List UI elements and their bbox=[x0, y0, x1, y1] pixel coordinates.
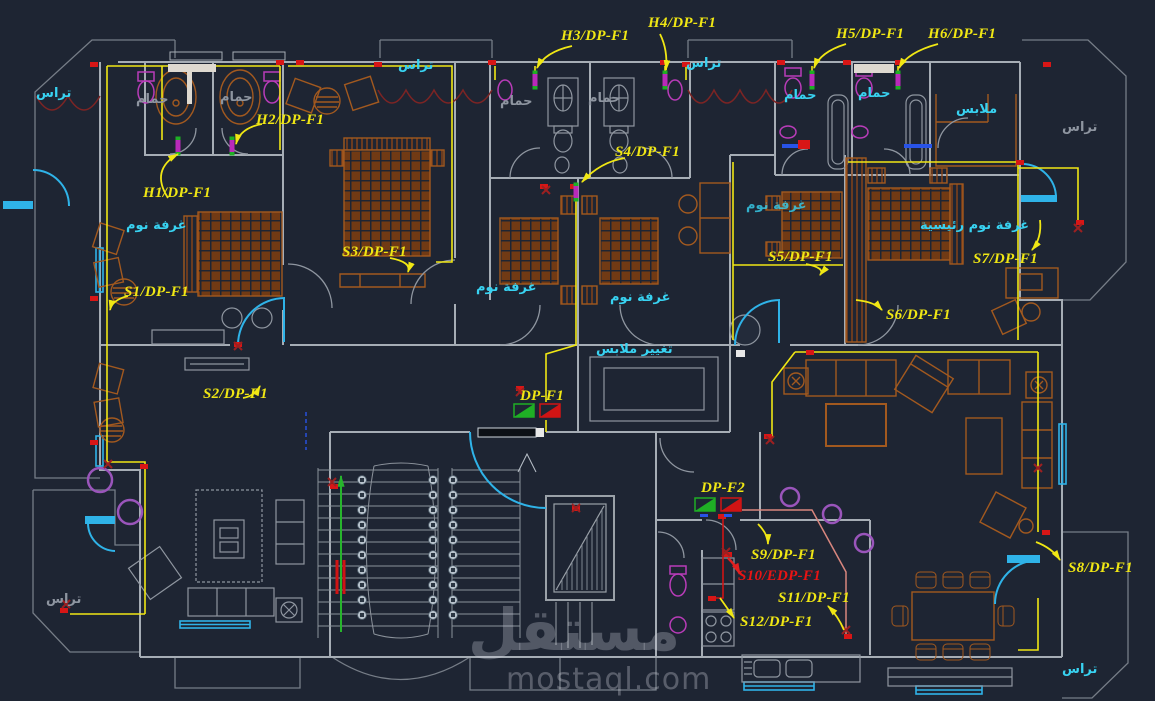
panel-label-dp-f2: DP-F2 bbox=[701, 480, 745, 496]
leader-arrow-red bbox=[727, 557, 742, 576]
stair-direction-arrow bbox=[335, 474, 346, 632]
wire-red bbox=[712, 514, 724, 599]
room-label-bedroom-4: غرفة نوم bbox=[746, 198, 807, 213]
panel-label-dp-f1: DP-F1 bbox=[520, 388, 564, 404]
panel-label-s9: S9/DP-F1 bbox=[751, 547, 816, 563]
panel-label-h4: H4/DP-F1 bbox=[648, 15, 717, 31]
room-label-bedroom-2: غرفة نوم bbox=[476, 280, 537, 295]
ceiling-lights bbox=[86, 466, 875, 554]
panel-label-s10-emergency: S10/EDP-F1 bbox=[738, 568, 822, 584]
room-label-terrace-right: تراس bbox=[1062, 120, 1098, 135]
spark-symbols bbox=[61, 185, 1083, 635]
room-label-closet: ملابس bbox=[956, 102, 998, 117]
panel-label-s2: S2/DP-F1 bbox=[203, 386, 268, 402]
room-label-bath-2: حمام bbox=[220, 90, 253, 105]
panel-label-s11: S11/DP-F1 bbox=[778, 590, 850, 606]
doors-cyan bbox=[3, 144, 1057, 605]
panel-label-s12: S12/DP-F1 bbox=[740, 614, 813, 630]
stair-balusters bbox=[357, 475, 458, 620]
panel-label-h2: H2/DP-F1 bbox=[256, 112, 325, 128]
dining-chairs bbox=[891, 571, 1015, 661]
room-label-bath-6: حمام bbox=[858, 86, 891, 101]
wire-pink bbox=[742, 509, 847, 636]
dp-panel-symbols bbox=[513, 403, 742, 517]
panel-label-h3: H3/DP-F1 bbox=[561, 28, 630, 44]
room-label-terrace-top-left: تراس bbox=[36, 86, 72, 101]
panel-label-h1: H1/DP-F1 bbox=[143, 185, 212, 201]
dp-f2-symbol bbox=[694, 497, 742, 517]
walls bbox=[99, 51, 1063, 658]
furniture-gray bbox=[127, 77, 1013, 687]
panel-label-s5: S5/DP-F1 bbox=[768, 249, 833, 265]
elevator bbox=[545, 495, 615, 648]
room-label-terrace-top-2: تراس bbox=[686, 56, 722, 71]
watermark-site: mostaql.com bbox=[506, 662, 712, 697]
room-label-master-bedroom: غرفة نوم رئيسية bbox=[920, 218, 1030, 233]
panel-label-s4: S4/DP-F1 bbox=[615, 144, 680, 160]
watermark-logo: مستقل bbox=[468, 596, 681, 664]
room-label-bath-3: حمام bbox=[500, 94, 533, 109]
room-label-bedroom-3: غرفة نوم bbox=[610, 290, 671, 305]
room-label-terrace-bottom-left: تراس bbox=[46, 592, 82, 607]
staircase bbox=[317, 452, 537, 639]
room-label-bath-1: حمام bbox=[136, 92, 169, 107]
terrace-outlines bbox=[32, 39, 1129, 699]
panel-label-s3: S3/DP-F1 bbox=[342, 244, 407, 260]
panel-label-s1: S1/DP-F1 bbox=[124, 284, 189, 300]
room-label-bath-4: حمام bbox=[588, 91, 621, 106]
panel-label-s8: S8/DP-F1 bbox=[1068, 560, 1133, 576]
dp-f1-symbol bbox=[513, 403, 561, 418]
room-label-dressing-room: تغيير ملابس bbox=[596, 342, 673, 357]
leader-arrows bbox=[108, 33, 1061, 631]
panel-label-h5: H5/DP-F1 bbox=[836, 26, 905, 42]
room-label-bedroom-1: غرفة نوم bbox=[126, 218, 187, 233]
room-label-bath-5: حمام bbox=[784, 88, 817, 103]
panel-label-s7: S7/DP-F1 bbox=[973, 251, 1038, 267]
curtains bbox=[35, 88, 793, 111]
panel-label-s6: S6/DP-F1 bbox=[886, 307, 951, 323]
panel-label-h6: H6/DP-F1 bbox=[928, 26, 997, 42]
room-label-terrace-top-1: تراس bbox=[398, 58, 434, 73]
room-label-terrace-bottom-right: تراس bbox=[1062, 662, 1098, 677]
highlights-white bbox=[168, 64, 894, 438]
